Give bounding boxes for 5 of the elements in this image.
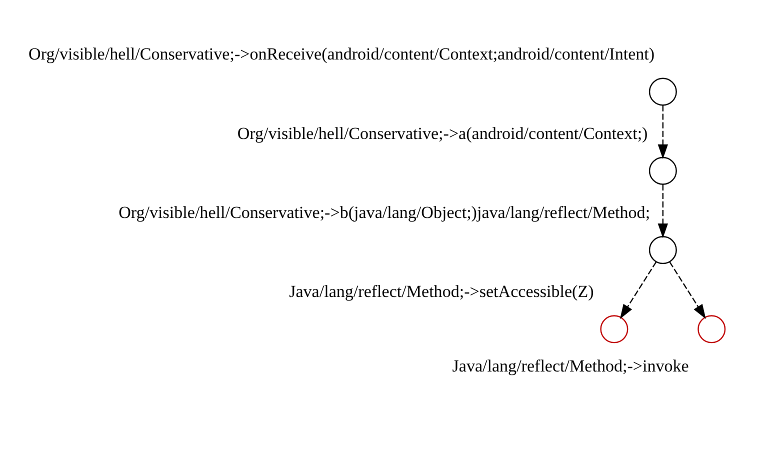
node-label: Org/visible/hell/Conservative;->b(java/lang/Object;)java/lang/reflect/Method; xyxy=(118,203,650,222)
node-label: Java/lang/reflect/Method;->invoke xyxy=(452,356,688,376)
node-label: Org/visible/hell/Conservative;->onReceive(android/content/Context;android/content/Intent) xyxy=(28,44,654,64)
node-label: Java/lang/reflect/Method;->setAccessible(Z) xyxy=(288,282,594,302)
node-label: Org/visible/hell/Conservative;->a(android/content/Context;) xyxy=(236,124,648,143)
